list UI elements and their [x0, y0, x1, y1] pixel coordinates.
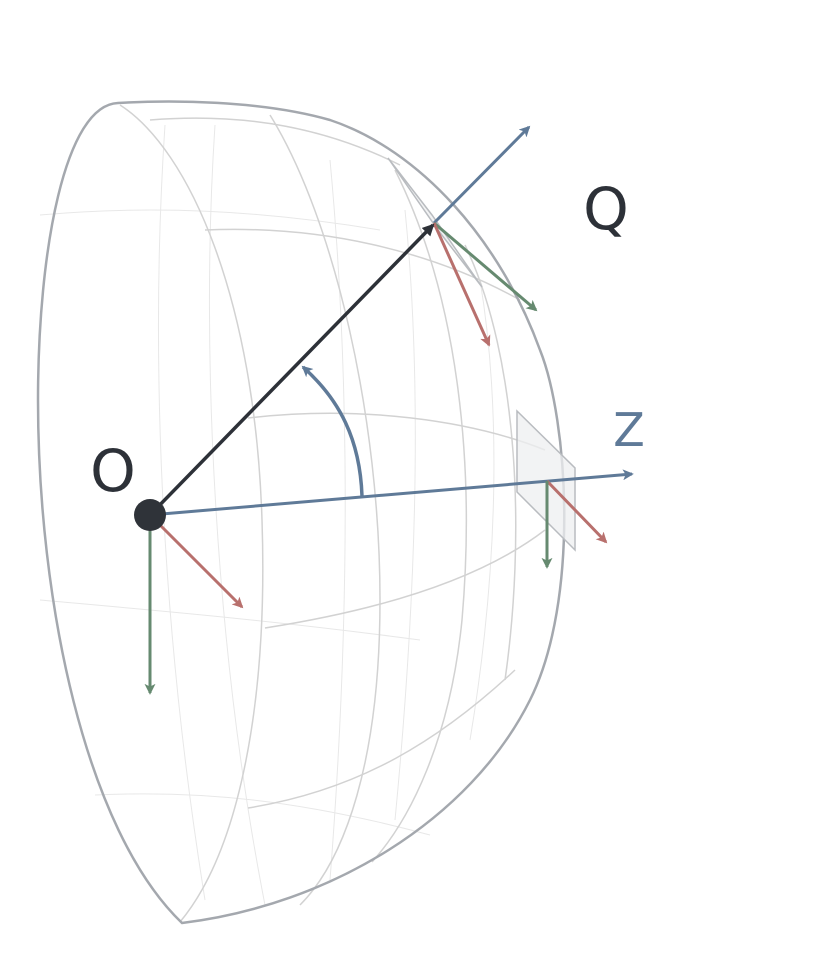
z-axis-label: Z — [613, 403, 645, 457]
hemisphere-outline — [36, 100, 566, 925]
position-vector-oq — [148, 223, 435, 517]
q-red-vector — [432, 222, 491, 347]
z-axis-vector — [149, 469, 634, 517]
q-normal-vector — [432, 125, 531, 225]
q-green-vector — [433, 221, 538, 312]
origin-red-vector — [148, 513, 244, 609]
angle-arc — [301, 365, 364, 497]
z-point-red-vector — [545, 479, 608, 544]
major-grid-lines — [119, 104, 546, 923]
minor-grid-lines — [39, 124, 495, 906]
point-q-label: Q — [583, 175, 629, 243]
origin-label: O — [90, 437, 136, 505]
origin-point — [134, 499, 166, 531]
